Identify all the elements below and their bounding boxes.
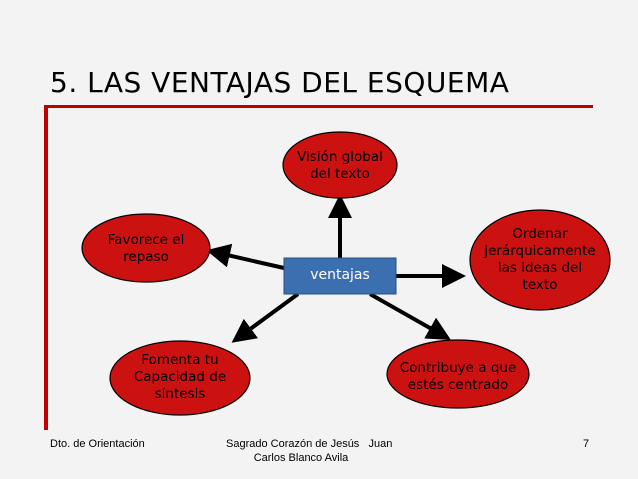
arrow-to-bottom-right: [369, 292, 451, 340]
node-bottom-right-ellipse: [386, 339, 530, 409]
node-right-label: Ordenar jerárquicamente las ideas del te…: [484, 226, 596, 293]
footer-center: Sagrado Corazón de Jesús Juan Carlos Bla…: [226, 437, 426, 465]
footer-center-line1: Sagrado Corazón de Jesús Juan: [226, 438, 393, 450]
footer-left: Dto. de Orientación: [50, 438, 145, 450]
page-number: 7: [583, 438, 590, 450]
center-label: ventajas: [310, 267, 370, 283]
node-top-label: Visión global del texto: [297, 149, 383, 182]
node-bottom-right-label: Contribuye a que estés centrado: [399, 360, 517, 393]
node-bottom-left-label: Fomenta tu Capacidad de síntesis: [133, 352, 227, 402]
arrow-to-left: [206, 243, 285, 270]
title-underline: [44, 105, 593, 108]
center-box: [283, 257, 397, 295]
node-right-ellipse: [469, 209, 611, 311]
node-left-label: Favorece el repaso: [107, 232, 185, 265]
arrow-to-bottom-left: [231, 292, 300, 343]
node-left-ellipse: [81, 213, 211, 283]
node-bottom-left-ellipse: [109, 340, 251, 416]
slide-title: 5. LAS VENTAJAS DEL ESQUEMA: [50, 66, 510, 99]
footer-center-line2: Carlos Blanco Avila: [253, 452, 349, 464]
left-accent-bar: [44, 105, 48, 430]
node-top-ellipse: [282, 131, 398, 199]
